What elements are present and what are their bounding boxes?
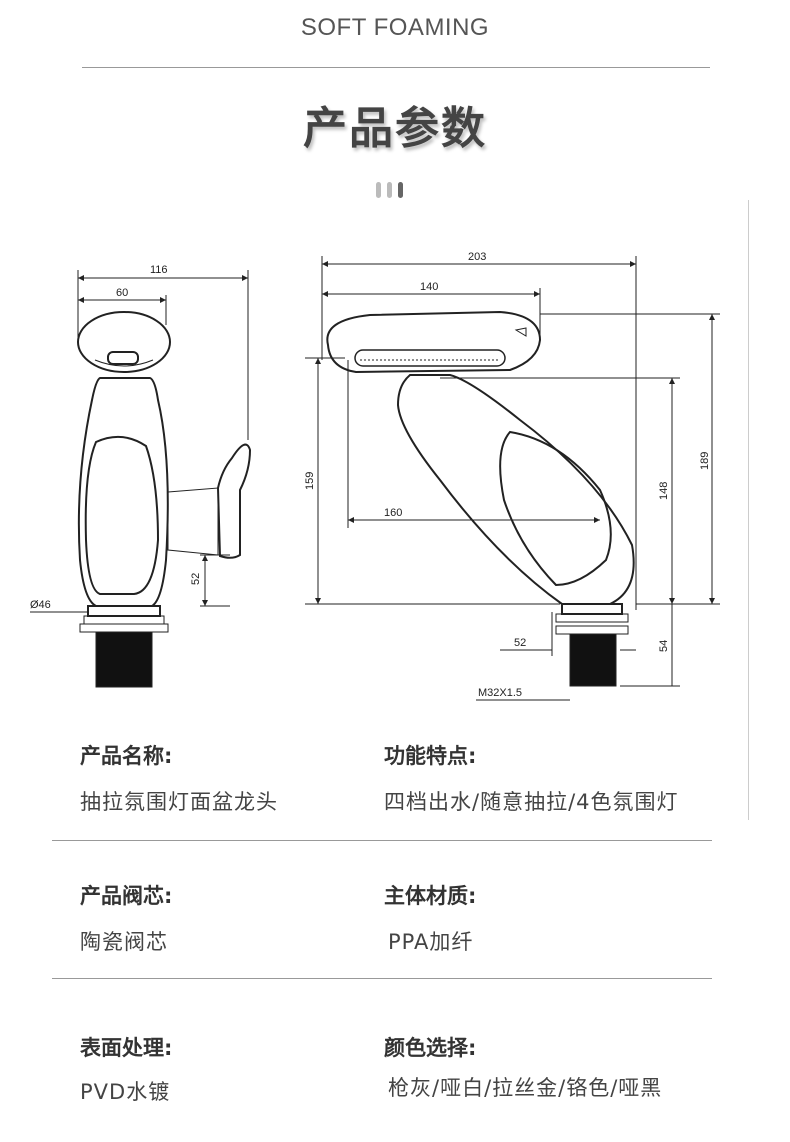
- spec-core-label: 产品阀芯:: [80, 884, 173, 908]
- spec-core-value: 陶瓷阀芯: [80, 930, 168, 954]
- dim-52-right: 52: [514, 637, 526, 649]
- spec-surface-value: PVD水镀: [80, 1080, 171, 1104]
- header-divider: [82, 67, 710, 68]
- spec-surface-label: 表面处理:: [80, 1036, 173, 1060]
- dim-60: 60: [116, 287, 128, 299]
- dim-116: 116: [150, 264, 168, 276]
- indicator-dot-active: [398, 182, 403, 198]
- spec-color-label: 颜色选择:: [384, 1036, 477, 1060]
- indicator-dot: [387, 182, 392, 198]
- slide-indicator: [376, 182, 403, 198]
- dim-148: 148: [658, 482, 670, 500]
- spec-color-value: 枪灰/哑白/拉丝金/铬色/哑黑: [388, 1076, 663, 1100]
- indicator-dot: [376, 182, 381, 198]
- dim-52-left: 52: [190, 573, 202, 585]
- spec-divider: [52, 840, 712, 841]
- spec-divider: [52, 978, 712, 979]
- brand-title: SOFT FOAMING: [300, 14, 490, 41]
- spec-material-label: 主体材质:: [384, 884, 477, 908]
- dim-140: 140: [420, 281, 438, 293]
- page-title: 产品参数: [303, 103, 487, 154]
- side-line: [748, 200, 749, 820]
- dim-160: 160: [384, 507, 402, 519]
- dim-thread: M32X1.5: [478, 687, 522, 699]
- dim-159: 159: [304, 472, 316, 490]
- spec-feature-label: 功能特点:: [384, 744, 477, 768]
- technical-drawing: 116 60 52 Ø46 203 140 160 189 148 159 52…: [30, 251, 720, 701]
- spec-name-label: 产品名称:: [80, 744, 173, 768]
- dim-189: 189: [699, 452, 711, 470]
- dim-203: 203: [468, 251, 486, 263]
- dim-54: 54: [658, 640, 670, 652]
- dim-diameter: Ø46: [30, 599, 51, 611]
- spec-material-value: PPA加纤: [388, 930, 474, 954]
- spec-name-value: 抽拉氛围灯面盆龙头: [80, 790, 278, 814]
- spec-feature-value: 四档出水/随意抽拉/4色氛围灯: [384, 790, 679, 814]
